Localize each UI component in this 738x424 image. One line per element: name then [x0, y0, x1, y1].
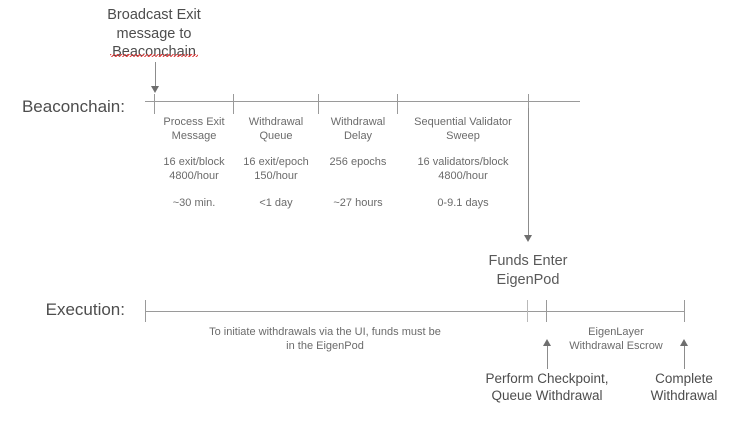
- segment-1-rate: 16 exit/epoch 150/hour: [243, 156, 309, 183]
- funds-enter-eigenpod-label: Funds Enter EigenPod: [488, 253, 568, 288]
- broadcast-arrow-head-icon: [151, 86, 159, 93]
- checkpoint-arrow-shaft: [547, 344, 548, 369]
- segment-3-duration: 0-9.1 days: [437, 197, 489, 209]
- funds-enter-arrow-head-icon: [524, 235, 532, 242]
- execution-axis: [145, 311, 685, 312]
- perform-checkpoint-label: Perform Checkpoint, Queue Withdrawal: [485, 371, 609, 404]
- segment-1-title: Withdrawal Queue: [248, 116, 304, 143]
- complete-withdrawal-label: Complete Withdrawal: [650, 371, 718, 404]
- segment-3-title: Sequential Validator Sweep: [414, 116, 512, 143]
- beaconchain-tick-0: [154, 94, 155, 114]
- beaconchain-tick-3: [397, 94, 398, 114]
- spellcheck-squiggle: [110, 54, 198, 57]
- execution-tick-complete: [684, 300, 685, 322]
- beaconchain-tick-4: [528, 94, 529, 114]
- broadcast-arrow-shaft: [155, 62, 156, 88]
- beaconchain-axis: [145, 101, 580, 102]
- segment-0-rate: 16 exit/block 4800/hour: [163, 156, 225, 183]
- complete-arrow-shaft: [684, 344, 685, 369]
- execution-tick-funds-enter: [527, 300, 528, 322]
- segment-2-duration: ~27 hours: [333, 197, 383, 209]
- execution-row-label: Execution:: [45, 300, 125, 319]
- segment-3-rate: 16 validators/block 4800/hour: [417, 156, 509, 183]
- execution-ui-note: To initiate withdrawals via the UI, fund…: [209, 326, 441, 353]
- segment-0-title: Process Exit Message: [163, 116, 225, 143]
- complete-arrow-head-icon: [680, 339, 688, 346]
- segment-2-rate: 256 epochs: [329, 156, 387, 168]
- segment-1-duration: <1 day: [259, 197, 293, 209]
- checkpoint-arrow-head-icon: [543, 339, 551, 346]
- segment-2-title: Withdrawal Delay: [330, 116, 386, 143]
- execution-tick-checkpoint: [546, 300, 547, 322]
- beaconchain-tick-1: [233, 94, 234, 114]
- beaconchain-tick-2: [318, 94, 319, 114]
- beaconchain-row-label: Beaconchain:: [21, 97, 125, 116]
- funds-enter-arrow-shaft: [528, 108, 529, 236]
- segment-0-duration: ~30 min.: [172, 197, 216, 209]
- execution-tick-start: [145, 300, 146, 322]
- eigenlayer-escrow-note: EigenLayer Withdrawal Escrow: [569, 326, 663, 353]
